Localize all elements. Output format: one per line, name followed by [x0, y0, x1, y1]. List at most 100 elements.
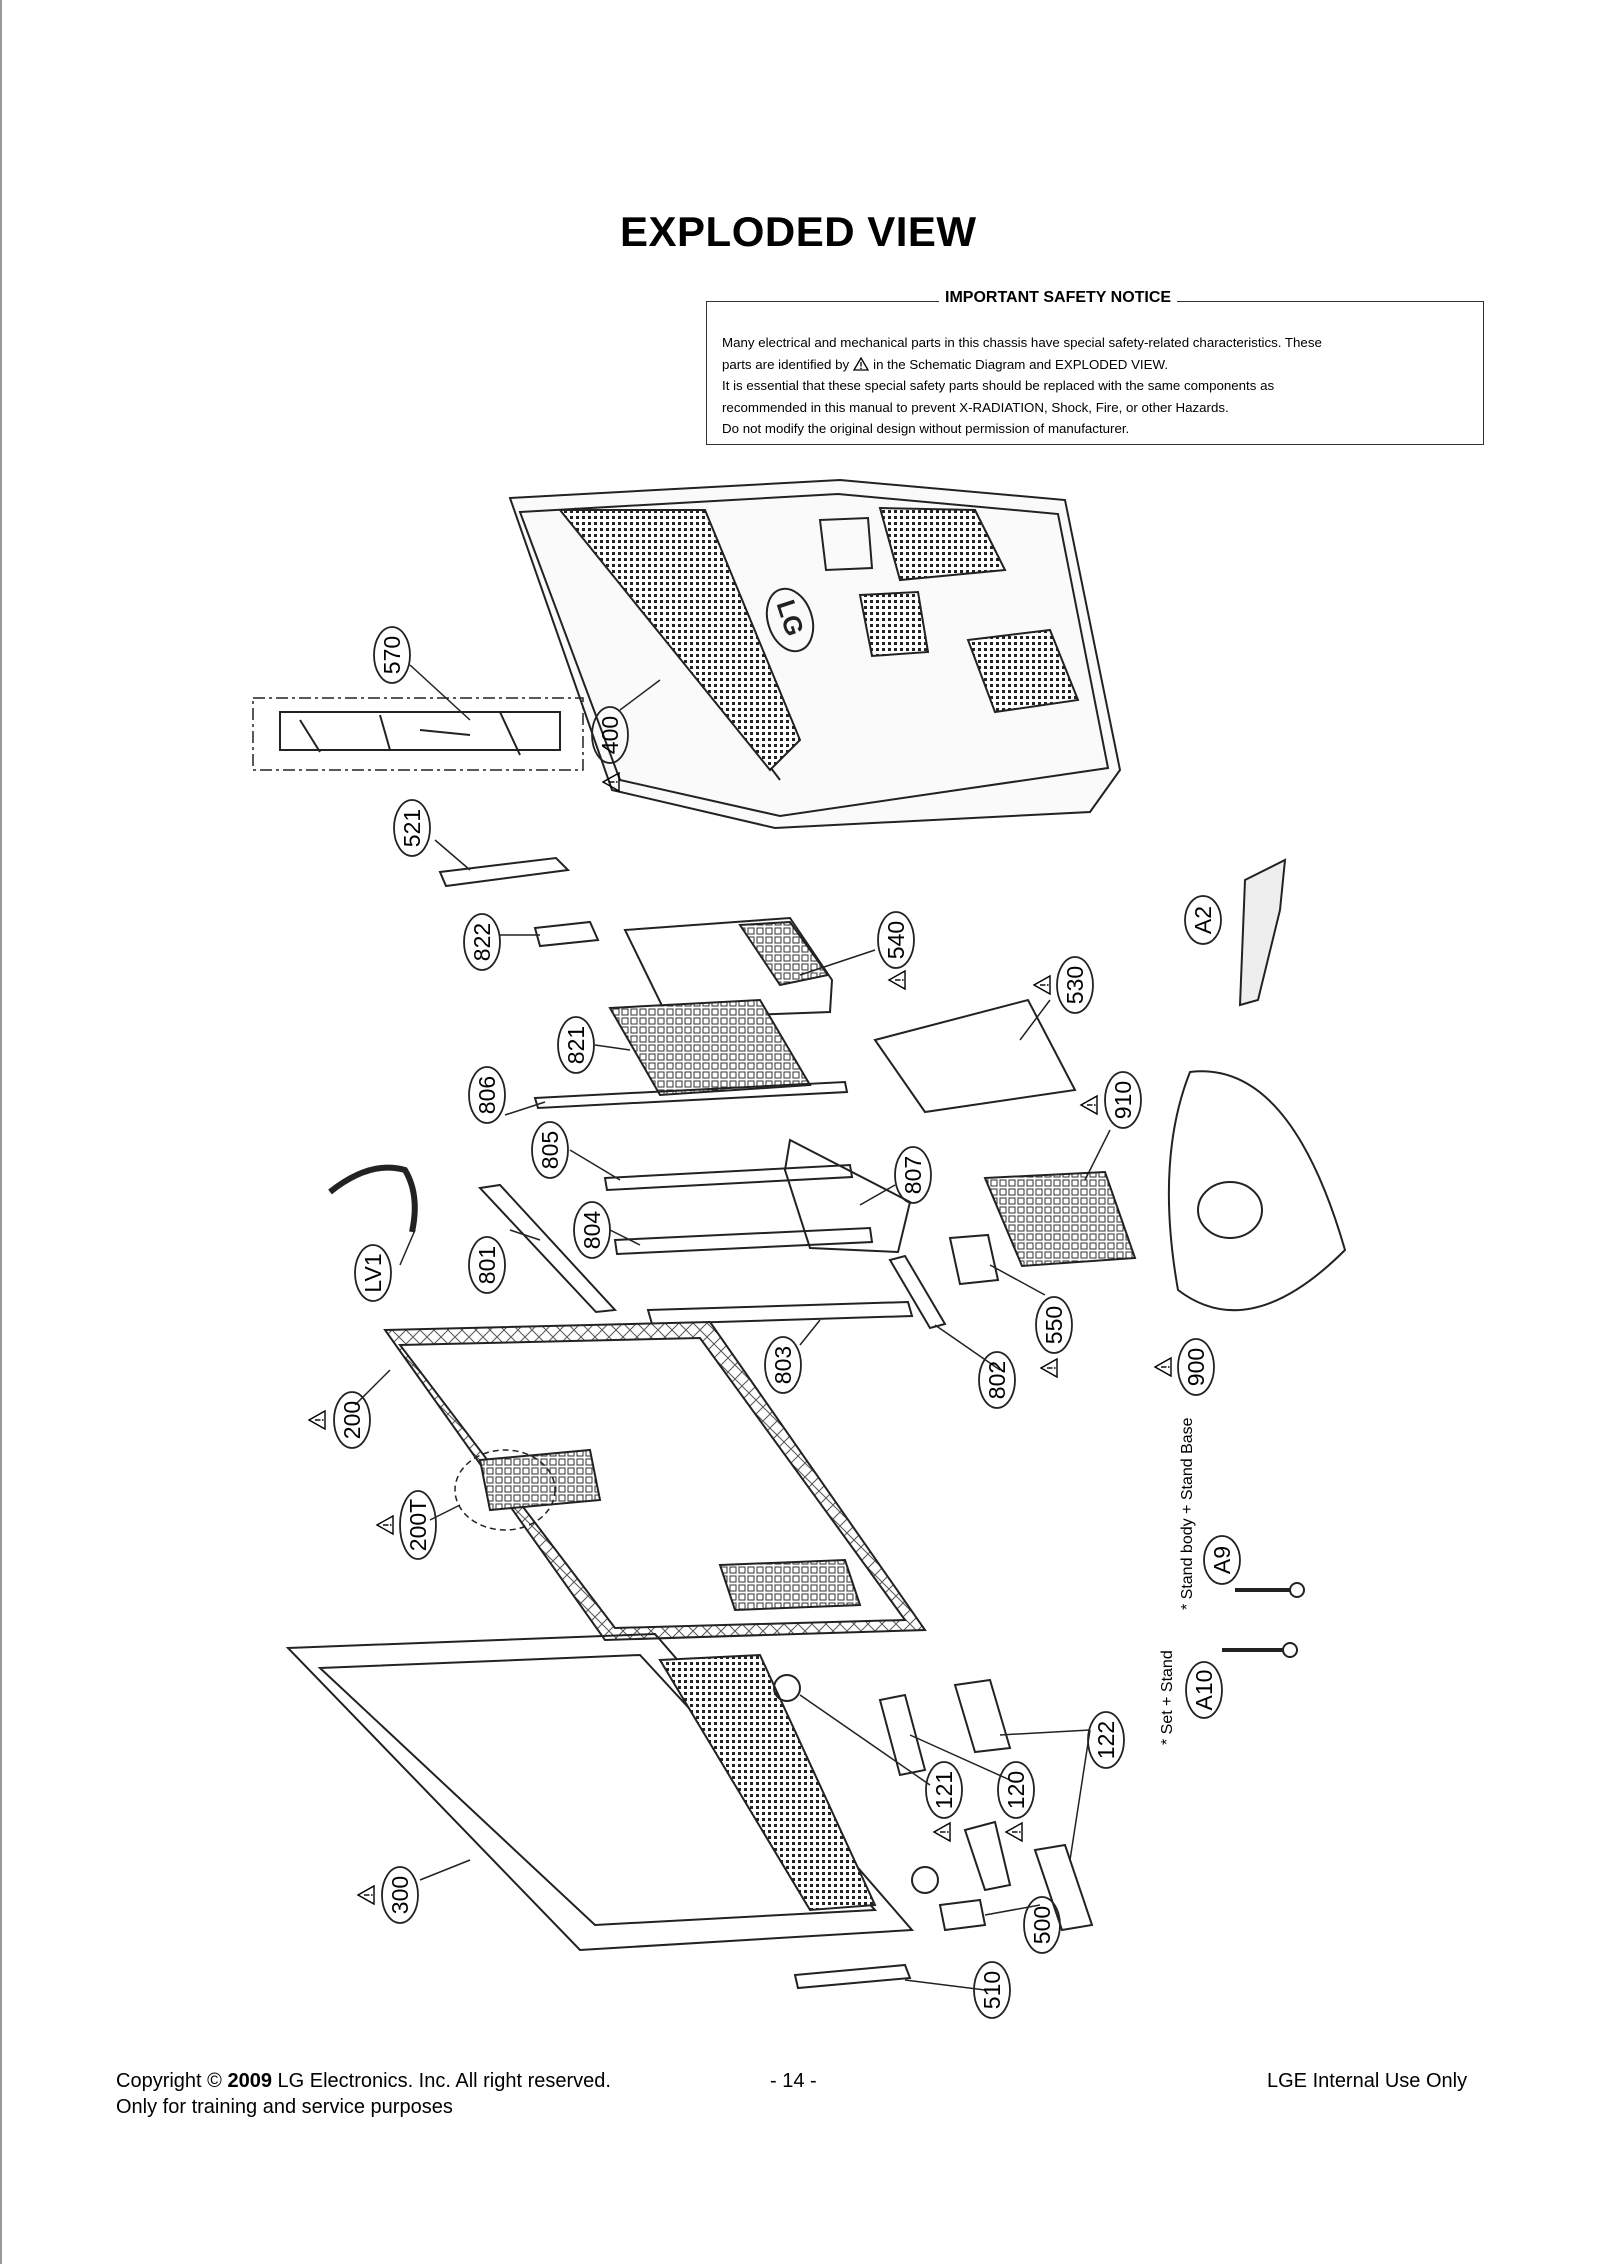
balloon-500: 500: [1023, 1896, 1061, 1954]
copyright-suffix: LG Electronics. Inc. All right reserved.: [277, 2070, 611, 2092]
part-510: [793, 1963, 912, 1990]
footer-copyright: Copyright © 2009 LG Electronics. Inc. Al…: [116, 2068, 611, 2120]
svg-text:200: 200: [339, 1401, 365, 1439]
balloon-540: 540: [877, 911, 915, 969]
svg-text:510: 510: [979, 1971, 1005, 2009]
balloon-900: 900: [1177, 1338, 1215, 1396]
part-122: [953, 1678, 1012, 1754]
copyright-prefix: Copyright ©: [116, 2070, 222, 2092]
balloon-806: 806: [468, 1066, 506, 1124]
part-550: [948, 1233, 1000, 1286]
balloon-821: 821: [557, 1016, 595, 1074]
notice-line-part: in the Schematic Diagram and EXPLODED VI…: [873, 356, 1169, 372]
part-121: [773, 1674, 801, 1702]
back-cover-part: LG: [508, 478, 1122, 830]
rail-802: [888, 1254, 947, 1330]
svg-text:570: 570: [379, 636, 405, 674]
svg-text:121: 121: [931, 1771, 957, 1809]
svg-text:LV1: LV1: [360, 1253, 386, 1292]
balloon-807: 807: [894, 1146, 932, 1204]
balloon-803: 803: [764, 1336, 802, 1394]
balloon-121: 121: [925, 1761, 963, 1819]
balloon-802: 802: [978, 1351, 1016, 1409]
bracket-assembly-570: [252, 697, 584, 771]
svg-text:122: 122: [1093, 1721, 1119, 1759]
svg-text:910: 910: [1110, 1081, 1136, 1119]
svg-text:120: 120: [1003, 1771, 1029, 1809]
note-stand-body-base: * Stand body + Stand Base: [1179, 1417, 1196, 1610]
bracket-807: [783, 1138, 912, 1254]
balloon-300: 300: [381, 1866, 419, 1924]
stand-neck-a2: [1238, 858, 1287, 1007]
svg-text:A2: A2: [1190, 906, 1216, 934]
safety-notice-title: IMPORTANT SAFETY NOTICE: [939, 289, 1178, 307]
balloon-122: 122: [1087, 1711, 1125, 1769]
svg-text:822: 822: [469, 923, 495, 961]
svg-text:A9: A9: [1209, 1546, 1235, 1574]
main-board-540: [623, 916, 834, 1020]
notice-line: It is essential that these special safet…: [722, 378, 1275, 393]
svg-text:802: 802: [984, 1361, 1010, 1399]
balloon-530: 530: [1056, 956, 1094, 1014]
part-822: [533, 920, 600, 948]
safety-notice-box: IMPORTANT SAFETY NOTICE Many electrical …: [706, 289, 1484, 445]
svg-text:900: 900: [1183, 1348, 1209, 1386]
cable-lv1: [328, 1164, 418, 1233]
screw-a9: [1235, 1582, 1305, 1598]
training-line: Only for training and service purposes: [116, 2096, 453, 2118]
part-500: [938, 1898, 987, 1932]
svg-text:200T: 200T: [405, 1499, 431, 1551]
svg-text:805: 805: [537, 1131, 563, 1169]
rail-804: [613, 1226, 874, 1256]
balloon-120: 120: [997, 1761, 1035, 1819]
bracket-521: [438, 856, 571, 888]
balloon-200t: 200T: [399, 1490, 437, 1560]
balloon-a2: A2: [1184, 895, 1222, 945]
notice-line: Many electrical and mechanical parts in …: [722, 335, 1322, 350]
balloon-a9: A9: [1203, 1535, 1241, 1585]
balloon-200: 200: [333, 1391, 371, 1449]
power-board-530: [873, 998, 1077, 1114]
notice-line-part: parts are identified by: [722, 356, 850, 372]
balloon-804: 804: [573, 1201, 611, 1259]
svg-text:821: 821: [563, 1026, 589, 1064]
balloon-550: 550: [1035, 1296, 1073, 1354]
balloon-801: 801: [468, 1236, 506, 1294]
svg-text:400: 400: [597, 716, 623, 754]
svg-text:A10: A10: [1191, 1670, 1217, 1711]
rail-805: [603, 1163, 854, 1192]
note-set-stand: * Set + Stand: [1159, 1650, 1176, 1745]
svg-text:300: 300: [387, 1876, 413, 1914]
svg-text:801: 801: [474, 1246, 500, 1284]
svg-text:521: 521: [399, 809, 425, 847]
speaker-120: [878, 1693, 927, 1777]
balloon-a10: A10: [1185, 1661, 1223, 1719]
part-121: [911, 1866, 939, 1894]
svg-text:550: 550: [1041, 1306, 1067, 1344]
svg-text:803: 803: [770, 1346, 796, 1384]
balloon-570: 570: [373, 626, 411, 684]
internal-use-label: LGE Internal Use Only: [1267, 2070, 1468, 2092]
svg-text:540: 540: [883, 921, 909, 959]
svg-text:806: 806: [474, 1076, 500, 1114]
balloon-lv1: LV1: [354, 1244, 392, 1302]
rail-801: [477, 1183, 618, 1314]
shield-821: [608, 998, 812, 1097]
page-edge: [0, 0, 2, 2264]
safety-notice-body: Many electrical and mechanical parts in …: [722, 332, 1472, 440]
screw-a10: [1222, 1642, 1298, 1658]
front-cabinet-300: [285, 1632, 915, 1952]
warning-triangle-icon: [853, 356, 870, 371]
balloon-910: 910: [1104, 1071, 1142, 1129]
notice-line: recommended in this manual to prevent X-…: [722, 399, 1229, 415]
speaker-120: [963, 1820, 1012, 1892]
balloon-510: 510: [973, 1961, 1011, 2019]
svg-text:807: 807: [900, 1156, 926, 1194]
svg-text:500: 500: [1029, 1906, 1055, 1944]
balloon-400: 400: [591, 706, 629, 764]
svg-text:804: 804: [579, 1211, 605, 1250]
copyright-line: Copyright © 2009 LG Electronics. Inc. Al…: [116, 2068, 611, 2094]
copyright-year: 2009: [227, 2070, 272, 2092]
page-title: EXPLODED VIEW: [620, 208, 977, 255]
